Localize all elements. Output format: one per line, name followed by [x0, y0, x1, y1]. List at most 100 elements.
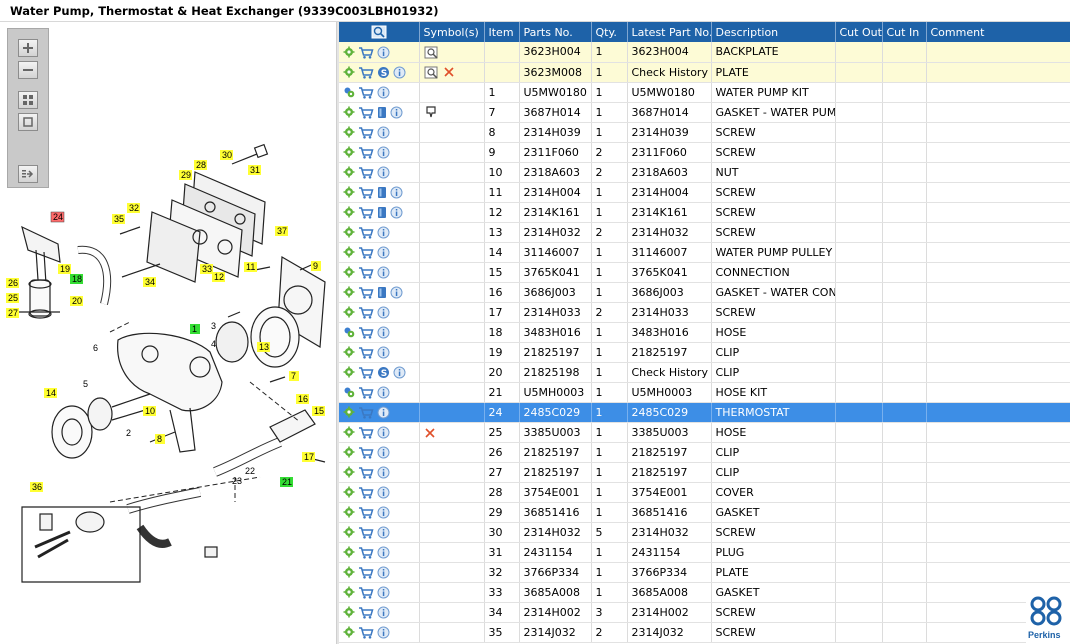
- fit-window-button[interactable]: [18, 113, 38, 131]
- col-symbols[interactable]: Symbol(s): [419, 22, 485, 42]
- callout-32[interactable]: 32: [127, 203, 140, 213]
- callout-30[interactable]: 30: [220, 150, 233, 160]
- add-gear-icon[interactable]: [343, 306, 355, 318]
- col-actions[interactable]: [339, 22, 420, 42]
- cart-icon[interactable]: [358, 546, 374, 559]
- add-gear-icon[interactable]: [343, 466, 355, 478]
- callout-9[interactable]: 9: [311, 261, 321, 271]
- info-icon[interactable]: [377, 326, 390, 339]
- callout-8[interactable]: 8: [155, 434, 165, 444]
- kit-gears-icon[interactable]: [343, 386, 355, 398]
- add-gear-icon[interactable]: [343, 266, 355, 278]
- cart-icon[interactable]: [358, 266, 374, 279]
- zoom-in-button[interactable]: [18, 39, 38, 57]
- book-icon[interactable]: [377, 286, 387, 299]
- book-icon[interactable]: [377, 106, 387, 119]
- add-gear-icon[interactable]: [343, 626, 355, 638]
- add-gear-icon[interactable]: [343, 66, 355, 78]
- col-latest-part-no[interactable]: Latest Part No.: [627, 22, 712, 42]
- kit-gears-icon[interactable]: [343, 326, 355, 338]
- add-gear-icon[interactable]: [343, 226, 355, 238]
- col-qty[interactable]: Qty.: [591, 22, 628, 42]
- callout-34[interactable]: 34: [143, 277, 156, 287]
- cart-icon[interactable]: [358, 146, 374, 159]
- cart-icon[interactable]: [358, 66, 374, 79]
- info-icon[interactable]: [377, 526, 390, 539]
- callout-20[interactable]: 20: [70, 296, 83, 306]
- info-icon[interactable]: [377, 466, 390, 479]
- cart-icon[interactable]: [358, 186, 374, 199]
- add-gear-icon[interactable]: [343, 426, 355, 438]
- cart-icon[interactable]: [358, 126, 374, 139]
- col-item[interactable]: Item: [484, 22, 520, 42]
- info-icon[interactable]: [377, 426, 390, 439]
- col-cut-out[interactable]: Cut Out: [835, 22, 883, 42]
- add-gear-icon[interactable]: [343, 366, 355, 378]
- cart-icon[interactable]: [358, 466, 374, 479]
- cart-icon[interactable]: [358, 86, 374, 99]
- callout-35[interactable]: 35: [112, 214, 125, 224]
- add-gear-icon[interactable]: [343, 506, 355, 518]
- add-gear-icon[interactable]: [343, 526, 355, 538]
- callout-29[interactable]: 29: [179, 170, 192, 180]
- diagram-pane[interactable]: 24 35 32 28 30 29 31 37 9 19 18 26 25 27…: [0, 22, 336, 644]
- callout-33[interactable]: 33: [200, 264, 213, 274]
- history-icon[interactable]: [424, 66, 440, 79]
- info-icon[interactable]: [390, 106, 403, 119]
- info-icon[interactable]: [393, 66, 406, 79]
- add-gear-icon[interactable]: [343, 566, 355, 578]
- info-icon[interactable]: [377, 566, 390, 579]
- book-icon[interactable]: [377, 186, 387, 199]
- callout-18[interactable]: 18: [70, 274, 83, 284]
- add-gear-icon[interactable]: [343, 406, 355, 418]
- info-icon[interactable]: [377, 606, 390, 619]
- add-gear-icon[interactable]: [343, 206, 355, 218]
- callout-15[interactable]: 15: [312, 406, 325, 416]
- callout-31[interactable]: 31: [248, 165, 261, 175]
- info-icon[interactable]: [393, 366, 406, 379]
- cart-icon[interactable]: [358, 106, 374, 119]
- cart-icon[interactable]: [358, 526, 374, 539]
- cross-icon[interactable]: [424, 427, 436, 439]
- cart-icon[interactable]: [358, 206, 374, 219]
- info-icon[interactable]: [390, 206, 403, 219]
- info-icon[interactable]: [377, 406, 390, 419]
- info-icon[interactable]: [377, 546, 390, 559]
- info-icon[interactable]: [390, 286, 403, 299]
- cart-icon[interactable]: [358, 46, 374, 59]
- add-gear-icon[interactable]: [343, 106, 355, 118]
- book-icon[interactable]: [377, 206, 387, 219]
- supersession-icon[interactable]: S: [377, 366, 390, 379]
- callout-37[interactable]: 37: [275, 226, 288, 236]
- cart-icon[interactable]: [358, 626, 374, 639]
- cart-icon[interactable]: [358, 386, 374, 399]
- info-icon[interactable]: [377, 126, 390, 139]
- callout-1[interactable]: 1: [190, 324, 200, 334]
- add-gear-icon[interactable]: [343, 486, 355, 498]
- add-gear-icon[interactable]: [343, 346, 355, 358]
- zoom-out-button[interactable]: [18, 61, 38, 79]
- cart-icon[interactable]: [358, 406, 374, 419]
- add-gear-icon[interactable]: [343, 126, 355, 138]
- cart-icon[interactable]: [358, 606, 374, 619]
- cart-icon[interactable]: [358, 306, 374, 319]
- cart-icon[interactable]: [358, 446, 374, 459]
